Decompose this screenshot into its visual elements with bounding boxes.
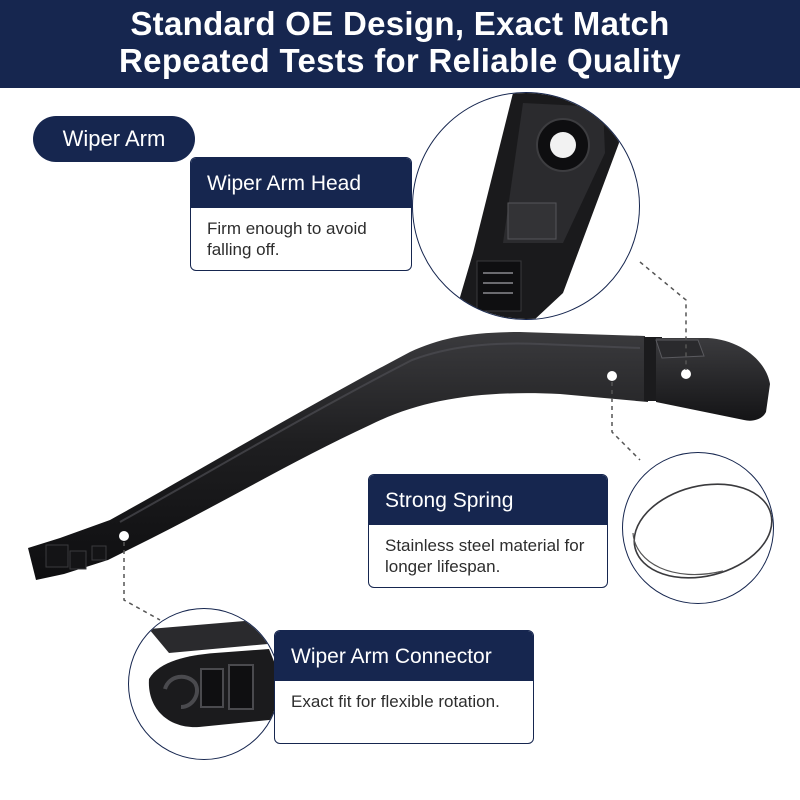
callout-wiper-arm-head: Wiper Arm Head Firm enough to avoid fall…	[190, 157, 412, 271]
head-closeup-image	[453, 93, 619, 319]
rivet-markers	[119, 369, 691, 541]
connector-leader-line	[123, 542, 161, 621]
connector-zoom-circle	[128, 608, 280, 760]
wiper-arm-head-cap	[655, 338, 770, 421]
callout-title: Wiper Arm Head	[191, 158, 411, 208]
callout-description: Stainless steel material for longer life…	[385, 536, 585, 576]
headline-line-1: Standard OE Design, Exact Match	[130, 5, 670, 42]
product-label-pill: Wiper Arm	[33, 116, 195, 162]
spring-leader-line	[611, 382, 641, 461]
headline-line-2: Repeated Tests for Reliable Quality	[119, 42, 681, 79]
callout-description: Firm enough to avoid falling off.	[207, 219, 367, 259]
callout-strong-spring: Strong Spring Stainless steel material f…	[368, 474, 608, 588]
callout-description: Exact fit for flexible rotation.	[291, 692, 500, 711]
header-banner: Standard OE Design, Exact Match Repeated…	[0, 0, 800, 88]
callout-title: Wiper Arm Connector	[275, 631, 533, 681]
head-leader-line	[639, 261, 687, 370]
spring-closeup-image	[632, 483, 773, 579]
head-zoom-circle	[412, 92, 640, 320]
callout-title: Strong Spring	[369, 475, 607, 525]
callout-wiper-arm-connector: Wiper Arm Connector Exact fit for flexib…	[274, 630, 534, 744]
connector-closeup-image	[148, 619, 279, 728]
spring-zoom-circle	[622, 452, 774, 604]
wiper-arm-connector-end	[45, 544, 107, 570]
